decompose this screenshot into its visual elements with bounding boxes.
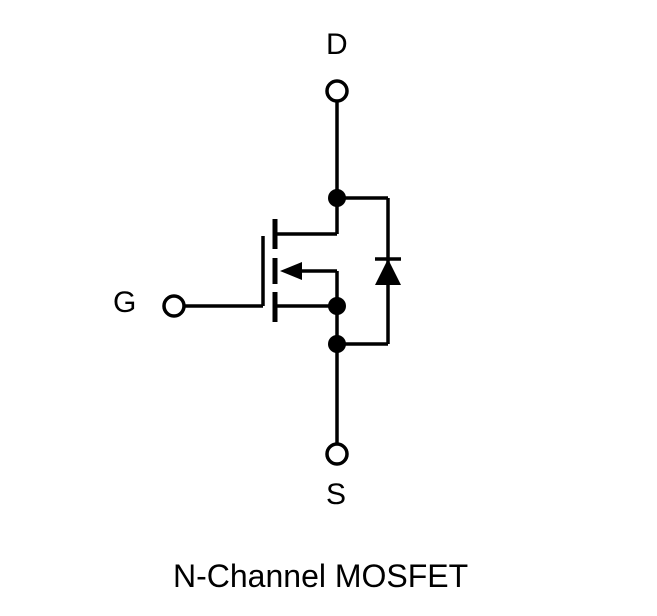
- source-label: S: [326, 478, 347, 511]
- junction-dot-source: [328, 335, 346, 353]
- gate-label: G: [113, 286, 137, 319]
- drain-label: D: [326, 28, 348, 61]
- junction-dot-body: [328, 297, 346, 315]
- drain-terminal: [325, 79, 349, 103]
- diode-triangle-icon: [375, 259, 401, 285]
- gate-terminal: [162, 294, 186, 318]
- junction-dot-drain: [328, 189, 346, 207]
- source-terminal: [325, 442, 349, 466]
- diagram-caption: N-Channel MOSFET: [173, 558, 469, 594]
- body-arrow-icon: [280, 262, 302, 280]
